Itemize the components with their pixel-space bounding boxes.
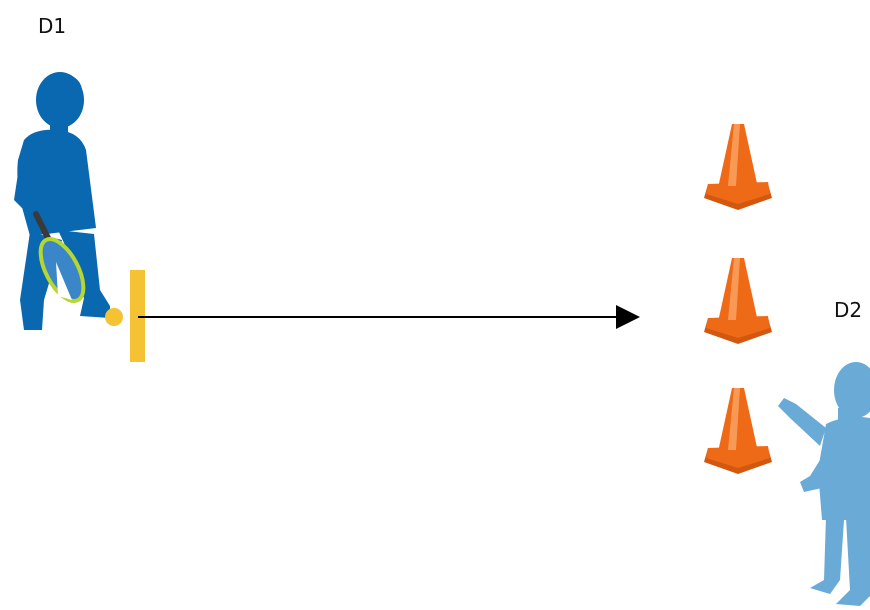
player-label-d1: D1 — [38, 14, 67, 38]
traffic-cone-icon — [704, 258, 772, 344]
child-with-racket-icon — [14, 72, 110, 330]
start-line-marker — [130, 270, 145, 362]
player-label-d2: D2 — [834, 298, 863, 322]
child-catching-icon — [778, 362, 870, 606]
tennis-ball-icon — [105, 308, 123, 326]
traffic-cone-icon — [704, 124, 772, 210]
direction-arrow — [138, 305, 640, 329]
traffic-cone-icon — [704, 388, 772, 474]
racket-icon — [33, 211, 86, 303]
